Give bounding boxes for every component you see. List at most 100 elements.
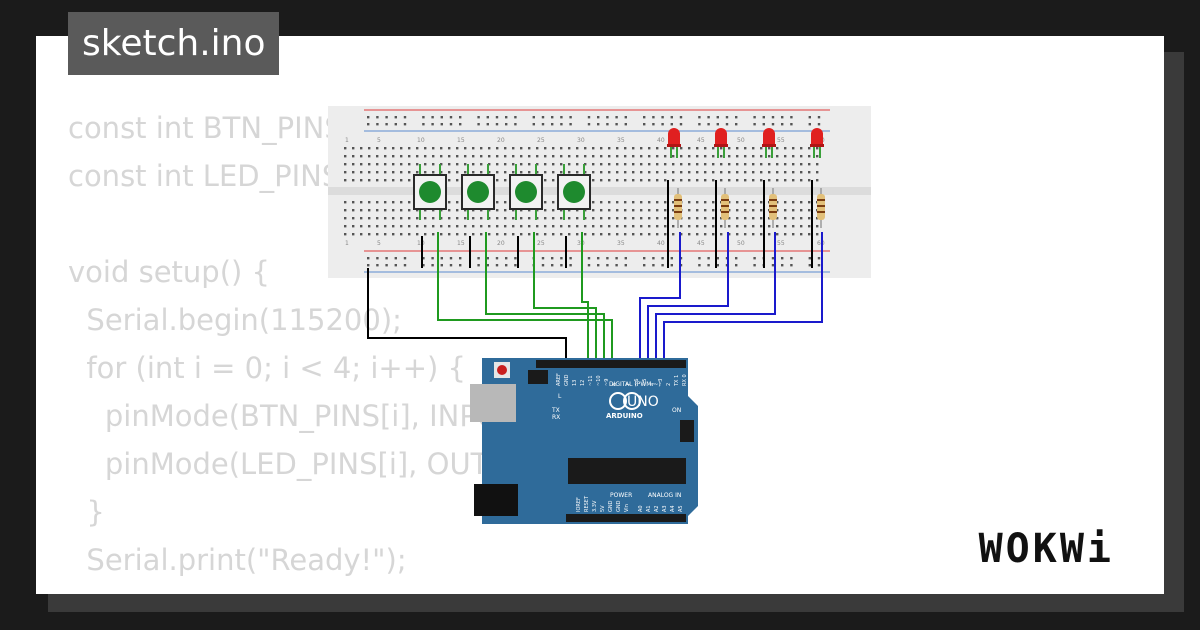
breadboard-hole [520,163,523,166]
breadboard-hole [440,155,443,158]
rail-hole [762,123,765,126]
breadboard-hole [456,217,459,220]
breadboard-hole [496,179,499,182]
breadboard-hole [656,225,659,228]
rail-hole [440,116,443,119]
breadboard-hole [448,225,451,228]
rail-hole [771,123,775,126]
rail-hole [615,257,618,260]
breadboard-hole [680,147,683,150]
breadboard-hole [584,225,587,228]
breadboard-hole [616,171,619,174]
breadboard-hole [464,171,467,174]
breadboard-hole [384,233,387,236]
bottom-pin-label: RESET [584,495,590,512]
breadboard-hole [808,217,811,220]
breadboard-hole [712,209,715,212]
breadboard-hole [424,233,427,236]
breadboard-hole [408,147,411,150]
breadboard-hole [600,179,603,182]
breadboard-hole [432,155,435,158]
breadboard-hole [472,209,475,212]
breadboard-hole [376,179,379,182]
breadboard-hole [760,209,763,212]
breadboard-hole [744,217,747,220]
breadboard-hole [792,233,795,236]
rail-hole [587,264,591,267]
wire-button-1 [437,232,613,362]
column-number-bottom: 1 [345,240,349,247]
rail-hole [385,257,388,260]
breadboard-hole [448,217,451,220]
breadboard-hole [472,233,475,236]
rail-hole [670,123,673,126]
breadboard-hole [424,171,427,174]
rail-hole [606,123,609,126]
rail-hole [716,264,719,267]
breadboard-hole [696,179,699,182]
breadboard-hole [456,171,459,174]
breadboard-hole [480,147,483,150]
breadboard-hole [584,155,587,158]
rail-hole [486,123,489,126]
breadboard-hole [416,155,419,158]
rail-hole [403,257,407,260]
code-line-11: } [68,584,660,594]
rail-hole [449,123,453,126]
rail-hole [477,257,480,260]
breadboard-hole [616,233,619,236]
breadboard-hole [680,225,683,228]
breadboard-hole [464,217,467,220]
rail-hole [624,264,627,267]
breadboard-hole [688,171,691,174]
breadboard-hole [816,179,819,182]
led-rim [714,144,728,147]
breadboard-hole [456,209,459,212]
breadboard-hole [352,147,355,150]
rail-hole [422,264,425,267]
breadboard-hole [352,171,355,174]
breadboard-hole [512,147,515,150]
breadboard-hole [592,179,595,182]
breadboard-hole [576,155,579,158]
breadboard-hole [520,171,523,174]
code-line-5: Serial.begin(115200); [68,303,402,337]
breadboard-hole [800,233,803,236]
bottom-pin-label: 3.3V [592,500,598,512]
breadboard-hole [808,155,811,158]
column-number-bottom: 5 [377,240,381,247]
breadboard-hole [528,233,531,236]
rail-hole [449,264,453,267]
breadboard-hole [536,171,539,174]
breadboard-hole [456,179,459,182]
breadboard-hole [472,155,475,158]
breadboard-hole [784,233,787,236]
breadboard-hole [632,155,635,158]
reset-button [497,365,507,375]
breadboard-hole [616,217,619,220]
rail-hole [679,123,683,126]
rail-hole [394,257,397,260]
rail-hole [551,257,554,260]
power-label: POWER [610,492,632,499]
breadboard-hole [712,233,715,236]
bottom-pin-label: A0 [638,505,644,512]
breadboard-hole [392,163,395,166]
breadboard-hole [560,209,563,212]
breadboard-hole [584,163,587,166]
breadboard-hole [416,163,419,166]
breadboard-hole [496,155,499,158]
breadboard-hole [736,147,739,150]
breadboard-hole [600,201,603,204]
rail-hole [514,123,517,126]
resistor-band [769,199,777,201]
top-pin-label: RX 0 [682,374,688,386]
breadboard-hole [704,201,707,204]
breadboard-hole [728,225,731,228]
breadboard-hole [616,209,619,212]
column-number-bottom: 10 [417,240,425,247]
breadboard-hole [592,155,595,158]
breadboard-hole [448,163,451,166]
rail-hole [817,264,821,267]
rail-hole [376,123,379,126]
